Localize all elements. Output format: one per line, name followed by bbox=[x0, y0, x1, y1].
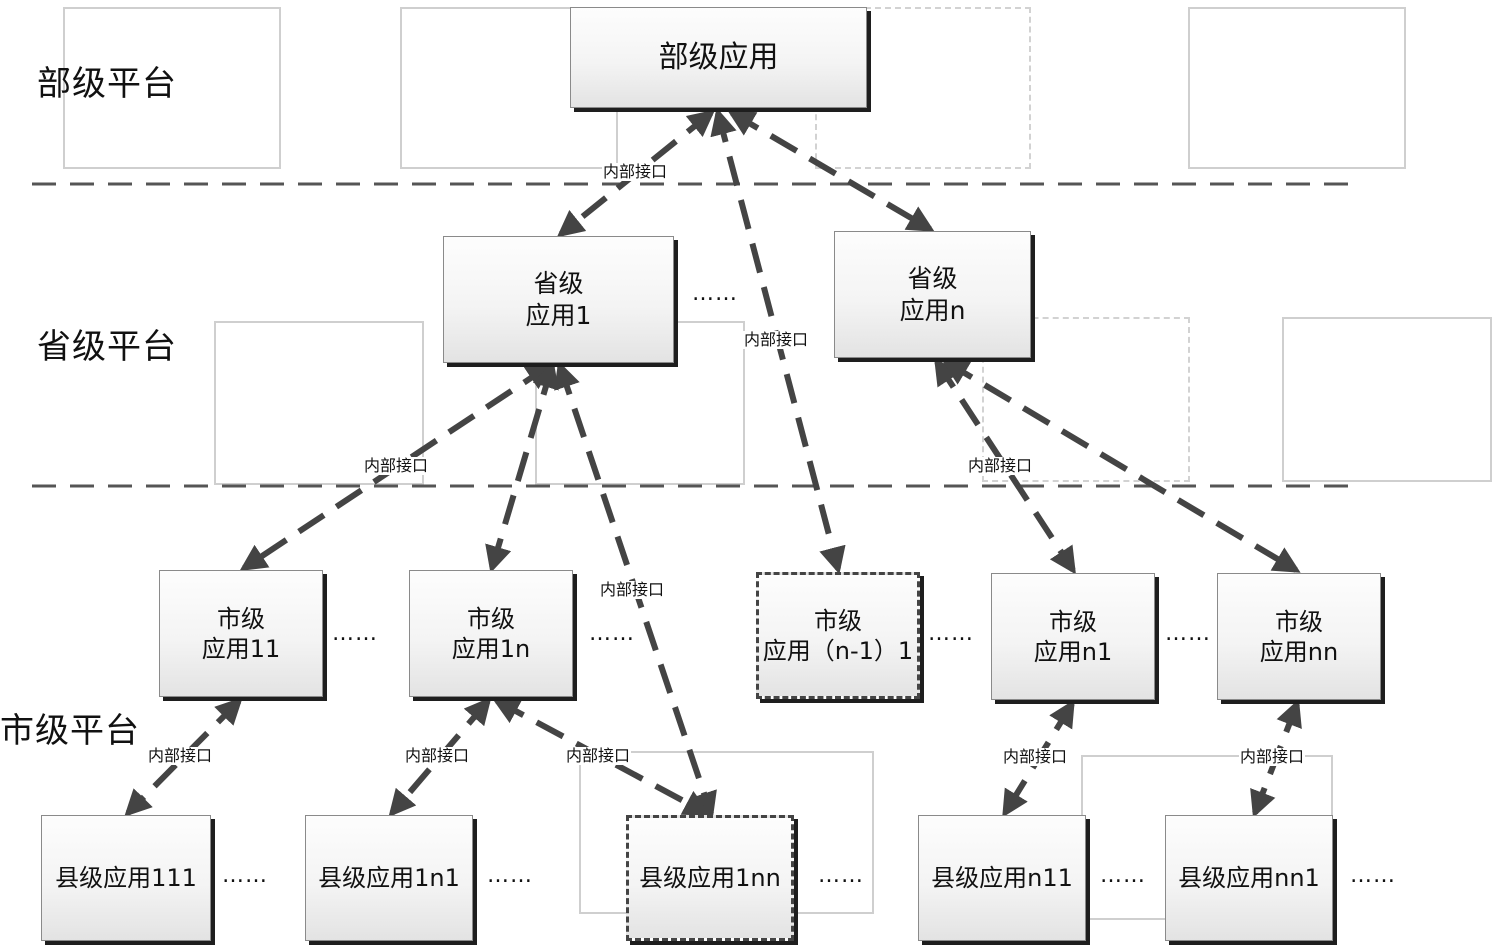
ellipsis: …… bbox=[1165, 621, 1211, 646]
ellipsis: …… bbox=[222, 863, 268, 888]
node-label-line1: 市级 bbox=[217, 604, 265, 633]
node-label-line2: 应用1n bbox=[451, 634, 531, 663]
interface-label: 内部接口 bbox=[1002, 747, 1069, 766]
node-label-line1: 市级 bbox=[467, 604, 515, 633]
node-label-line1: 省级 bbox=[533, 269, 584, 299]
interface-label: 内部接口 bbox=[743, 330, 810, 349]
node-label-line1: 市级 bbox=[1049, 607, 1097, 636]
ellipsis: …… bbox=[692, 281, 738, 306]
ellipsis: …… bbox=[589, 621, 635, 646]
node-city-app-n1[interactable]: 市级 应用n1 bbox=[991, 573, 1155, 700]
ellipsis: …… bbox=[818, 863, 864, 888]
node-label: 县级应用1n1 bbox=[318, 864, 460, 892]
node-label: 县级应用nn1 bbox=[1178, 864, 1320, 892]
ghost-frame bbox=[63, 7, 281, 169]
interface-label: 内部接口 bbox=[599, 580, 666, 599]
node-label: 县级应用n11 bbox=[931, 864, 1073, 892]
node-label: 县级应用111 bbox=[55, 864, 197, 892]
node-label-line1: 市级 bbox=[814, 606, 862, 635]
platform-label-province: 省级平台 bbox=[37, 327, 177, 367]
node-county-app-1n1[interactable]: 县级应用1n1 bbox=[305, 815, 473, 941]
node-county-app-n11[interactable]: 县级应用n11 bbox=[918, 815, 1086, 941]
node-label: 县级应用1nn bbox=[639, 864, 781, 892]
node-county-app-1nn[interactable]: 县级应用1nn bbox=[626, 815, 794, 941]
node-label-line2: 应用n bbox=[899, 295, 966, 325]
ellipsis: …… bbox=[332, 621, 378, 646]
node-label-line2: 应用（n-1）1 bbox=[762, 636, 914, 665]
node-label-line2: 应用n1 bbox=[1033, 637, 1113, 666]
link-city11-county111 bbox=[124, 697, 243, 817]
node-label-line2: 应用nn bbox=[1259, 637, 1339, 666]
platform-label-ministry: 部级平台 bbox=[37, 64, 177, 104]
ellipsis: …… bbox=[1350, 863, 1396, 888]
node-ministry-app[interactable]: 部级应用 bbox=[570, 7, 867, 108]
node-label-line2: 应用11 bbox=[201, 634, 281, 663]
link-ministry-provincen bbox=[727, 110, 935, 232]
link-province1-city1n bbox=[485, 360, 559, 574]
node-ministry-app-label: 部级应用 bbox=[658, 39, 779, 75]
platform-label-city: 市级平台 bbox=[0, 711, 140, 751]
node-province-app-n[interactable]: 省级 应用n bbox=[834, 231, 1031, 358]
interface-label: 内部接口 bbox=[1239, 747, 1306, 766]
node-province-app-1[interactable]: 省级 应用1 bbox=[443, 236, 674, 363]
interface-label: 内部接口 bbox=[967, 456, 1034, 475]
ghost-frame bbox=[1188, 7, 1406, 169]
interface-label: 内部接口 bbox=[602, 162, 669, 181]
node-city-app-11[interactable]: 市级 应用11 bbox=[159, 570, 323, 697]
node-city-app-1n[interactable]: 市级 应用1n bbox=[409, 570, 573, 697]
link-provincen-citynn bbox=[941, 359, 1301, 573]
node-label-line2: 应用1 bbox=[525, 300, 592, 330]
interface-label: 内部接口 bbox=[147, 746, 214, 765]
node-city-app-n1-1[interactable]: 市级 应用（n-1）1 bbox=[756, 572, 920, 699]
interface-label: 内部接口 bbox=[404, 746, 471, 765]
node-label-line1: 省级 bbox=[907, 264, 958, 294]
ellipsis: …… bbox=[487, 863, 533, 888]
node-county-app-111[interactable]: 县级应用111 bbox=[41, 815, 211, 941]
interface-label: 内部接口 bbox=[363, 456, 430, 475]
node-label-line1: 市级 bbox=[1275, 607, 1323, 636]
interface-label: 内部接口 bbox=[565, 746, 632, 765]
node-city-app-nn[interactable]: 市级 应用nn bbox=[1217, 573, 1381, 700]
ellipsis: …… bbox=[928, 621, 974, 646]
ellipsis: …… bbox=[1100, 863, 1146, 888]
node-county-app-nn1[interactable]: 县级应用nn1 bbox=[1165, 815, 1333, 941]
